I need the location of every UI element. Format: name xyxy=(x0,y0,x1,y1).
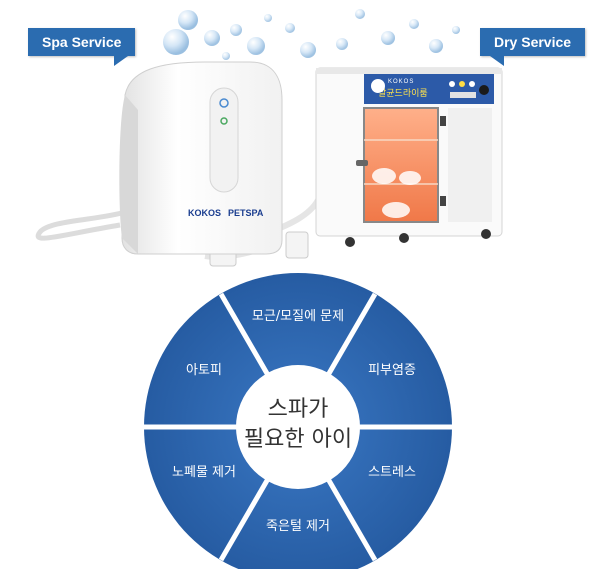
svg-text:PETSPA: PETSPA xyxy=(228,208,264,218)
segment-label-4: 죽은털 제거 xyxy=(266,519,330,534)
spa-service-callout: Spa Service xyxy=(28,28,136,66)
svg-text:KOKOS: KOKOS xyxy=(188,208,221,218)
needs-wheel: 모근/모질에 문제 피부염증 스트레스 죽은털 제거 노폐물 제거 아토피 스파… xyxy=(144,273,452,569)
spa-machine: KOKOS PETSPA xyxy=(35,61,321,267)
segment-label-6: 아토피 xyxy=(186,363,222,378)
segment-label-2: 피부염증 xyxy=(368,363,416,378)
spa-service-label: Spa Service xyxy=(42,34,122,50)
segment-label-1: 모근/모질에 문제 xyxy=(252,309,344,324)
segment-label-3: 스트레스 xyxy=(368,465,416,480)
callout-tail xyxy=(490,56,504,66)
dry-service-label: Dry Service xyxy=(494,34,572,50)
callout-tail xyxy=(114,56,128,66)
wheel-center-line1: 스파가 xyxy=(268,397,329,422)
svg-text:살균드라이룸: 살균드라이룸 xyxy=(378,88,428,99)
svg-text:KOKOS: KOKOS xyxy=(388,79,414,85)
wheel-center-line2: 필요한 아이 xyxy=(244,427,352,452)
segment-label-5: 노폐물 제거 xyxy=(172,465,236,480)
bubbles-decoration xyxy=(163,9,460,60)
dry-service-callout: Dry Service xyxy=(480,28,586,66)
dry-room: KOKOS 살균드라이룸 xyxy=(315,67,503,247)
